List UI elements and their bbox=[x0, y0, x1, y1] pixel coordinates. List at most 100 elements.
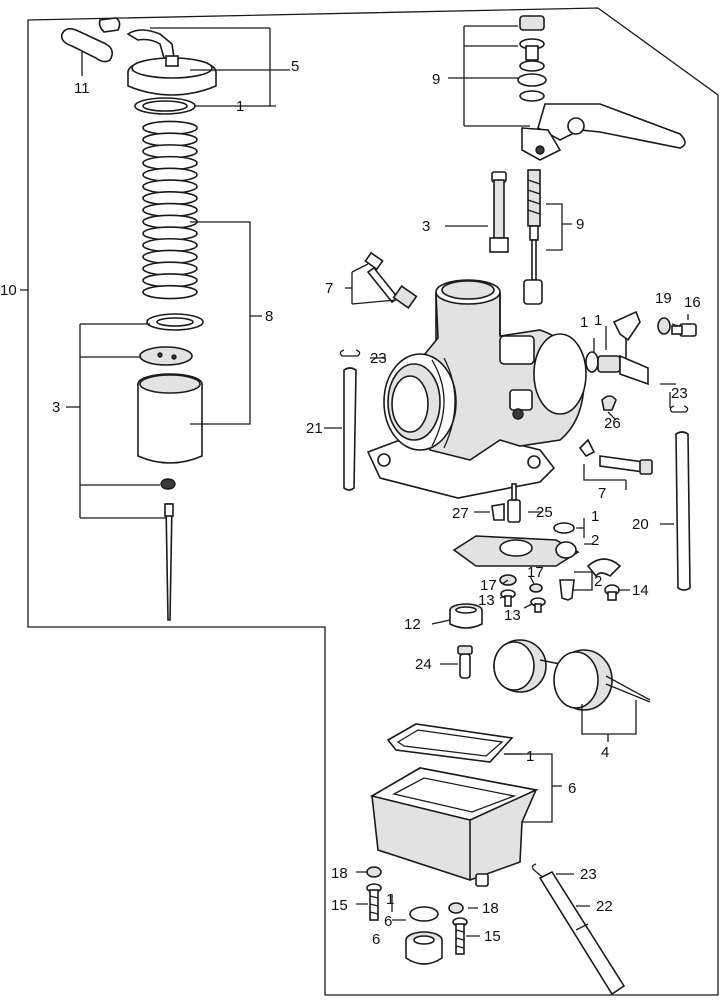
drain-tube-part-22 bbox=[538, 870, 626, 996]
callout-label: 2 bbox=[591, 532, 599, 549]
callout-label: 25 bbox=[536, 504, 553, 521]
bolt-part-16 bbox=[671, 323, 697, 337]
callout-label: 21 bbox=[306, 420, 323, 437]
needle-clip bbox=[160, 478, 176, 490]
callout-label: 6 bbox=[372, 931, 380, 948]
leader-lines-1-choke bbox=[593, 326, 607, 352]
callout-label: 3 bbox=[52, 399, 60, 416]
callout-label: 1 bbox=[591, 508, 599, 525]
callout-label: 11 bbox=[74, 80, 90, 97]
callout-label: 14 bbox=[632, 582, 649, 599]
overflow-tube-part-20 bbox=[675, 431, 691, 591]
leader-lines-1-6-drain bbox=[391, 894, 406, 921]
callout-label: 13 bbox=[504, 607, 521, 624]
callout-label: 10 bbox=[0, 282, 17, 299]
needle-retainer-plate bbox=[139, 346, 193, 366]
float-arm-pin bbox=[586, 558, 622, 578]
callout-label: 18 bbox=[331, 865, 348, 882]
throttle-link-lever bbox=[521, 103, 686, 161]
seal-part-26 bbox=[601, 395, 617, 411]
spring-seat-clip bbox=[146, 313, 204, 331]
screw-part-15-left bbox=[366, 883, 382, 921]
float-assembly-part-4 bbox=[493, 639, 651, 711]
plug-part-24 bbox=[457, 645, 473, 679]
leader-lines-9-top bbox=[448, 25, 530, 127]
leader-lines-2-float bbox=[572, 571, 593, 591]
washer-part-18-left bbox=[366, 866, 382, 878]
callout-label: 15 bbox=[484, 928, 501, 945]
throttle-spring-part-8 bbox=[142, 120, 198, 300]
washer-part-18-right bbox=[448, 902, 464, 914]
callout-label: 16 bbox=[684, 294, 701, 311]
float-bowl-part-6 bbox=[369, 767, 539, 887]
callout-label: 9 bbox=[432, 71, 440, 88]
screw-part-15-right bbox=[452, 917, 468, 955]
callout-label: 1 bbox=[580, 314, 588, 331]
callout-label: 1 bbox=[236, 98, 244, 115]
cap-part-12 bbox=[449, 603, 483, 629]
spring-coil bbox=[142, 284, 198, 300]
callout-label: 18 bbox=[482, 900, 499, 917]
callout-label: 23 bbox=[671, 385, 688, 402]
clip-part-23-right bbox=[669, 405, 689, 413]
callout-label: 22 bbox=[596, 898, 613, 915]
screw-part-13-right bbox=[530, 597, 546, 613]
callout-label: 8 bbox=[265, 308, 273, 325]
leader-lines-7-low bbox=[583, 464, 627, 490]
callout-label: 13 bbox=[478, 592, 495, 609]
needle-jet-part-3 bbox=[489, 171, 509, 253]
callout-label: 1 bbox=[526, 748, 534, 765]
cable-adjuster-stack bbox=[517, 15, 547, 102]
washer-part-19 bbox=[657, 317, 671, 335]
screw-part-14 bbox=[604, 584, 620, 601]
leader-lines-1-6-bowl bbox=[504, 753, 562, 823]
vent-tube-part-21 bbox=[343, 367, 357, 491]
washer-part-17-right bbox=[529, 583, 543, 593]
callout-label: 23 bbox=[580, 866, 597, 883]
clip-part-23-left bbox=[339, 349, 361, 357]
choke-plunger-assembly bbox=[585, 310, 649, 386]
pilot-screw-part-9 bbox=[523, 169, 543, 305]
screw-part-13-left bbox=[500, 589, 516, 607]
drain-o-ring bbox=[409, 906, 439, 922]
callout-label: 19 bbox=[655, 290, 672, 307]
o-ring-part-1-float bbox=[553, 522, 575, 534]
float-bowl-gasket bbox=[386, 723, 514, 763]
callout-label: 26 bbox=[604, 415, 621, 432]
callout-label: 7 bbox=[325, 280, 333, 297]
leader-lines-left bbox=[20, 27, 290, 519]
float-needle-valve bbox=[559, 579, 575, 601]
callout-label: 1 bbox=[594, 312, 602, 329]
main-jet-part-25 bbox=[507, 483, 521, 523]
jet-needle bbox=[164, 503, 174, 621]
callout-label: 27 bbox=[452, 505, 469, 522]
callout-leaders bbox=[324, 314, 689, 937]
leader-lines-1-2-float bbox=[576, 518, 585, 538]
float-valve-seat-plate bbox=[452, 535, 580, 567]
callout-label: 20 bbox=[632, 516, 649, 533]
callout-label: 3 bbox=[422, 218, 430, 235]
idle-adjust-screw-part-7 bbox=[364, 251, 418, 310]
throttle-slide-cylinder bbox=[137, 373, 203, 464]
callout-label: 4 bbox=[601, 744, 609, 761]
top-cap-part-5 bbox=[126, 29, 217, 96]
leader-lines-4 bbox=[581, 700, 637, 742]
callout-label: 5 bbox=[291, 58, 299, 75]
callout-label: 9 bbox=[576, 216, 584, 233]
leader-lines-7-top bbox=[345, 263, 397, 305]
clamp-part-27 bbox=[491, 503, 505, 521]
callout-label: 1 bbox=[386, 891, 394, 908]
carburetor-body bbox=[366, 279, 587, 499]
callout-label: 12 bbox=[404, 616, 421, 633]
callout-labels: 5 1 11 9 3 9 7 8 10 3 23 21 1 1 19 16 23… bbox=[0, 58, 701, 948]
callout-label: 7 bbox=[598, 485, 606, 502]
callout-label: 2 bbox=[594, 573, 602, 590]
callout-label: 24 bbox=[415, 656, 432, 673]
throttle-stop-screw-part-7 bbox=[578, 438, 653, 475]
callout-label: 17 bbox=[527, 564, 544, 581]
drain-plug-part-6 bbox=[405, 931, 443, 965]
leader-lines-9-mid bbox=[445, 203, 572, 251]
callout-label: 17 bbox=[480, 577, 497, 594]
